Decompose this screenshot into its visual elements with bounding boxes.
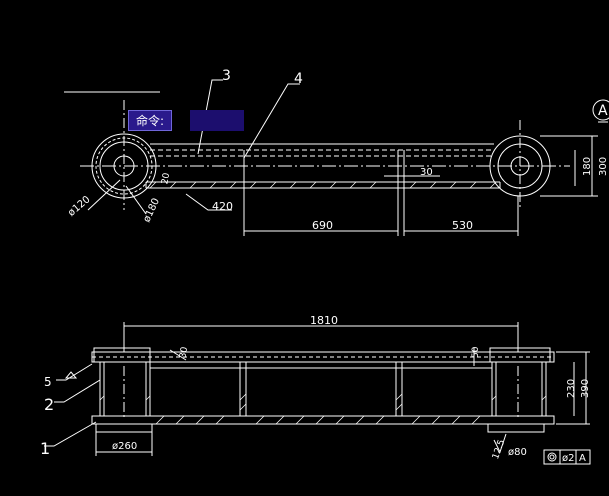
roughness-12-5: 12.5 bbox=[491, 438, 507, 460]
callout-4: 4 bbox=[294, 71, 303, 87]
command-prompt-label: 命令: bbox=[128, 110, 172, 131]
callout-2: 2 bbox=[44, 395, 54, 414]
dim-690: 690 bbox=[312, 219, 333, 232]
dim-50: 50 bbox=[471, 346, 481, 358]
tolerance-value: ø2 bbox=[562, 453, 574, 464]
dim-20: 20 bbox=[160, 172, 172, 185]
dim-30-top: 30 bbox=[420, 167, 433, 178]
callout-1: 1 bbox=[40, 439, 50, 458]
dim-30-side: 30 bbox=[178, 346, 190, 359]
dim-dia-120: ø120 bbox=[66, 194, 92, 219]
dim-420: 420 bbox=[212, 200, 233, 213]
callout-3: 3 bbox=[222, 68, 231, 84]
dim-230: 230 bbox=[566, 379, 577, 398]
dim-1810: 1810 bbox=[310, 314, 338, 327]
tolerance-datum: A bbox=[579, 453, 586, 464]
dim-dia-260: ø260 bbox=[112, 441, 137, 452]
dim-180: 180 bbox=[582, 157, 593, 176]
command-input[interactable] bbox=[190, 110, 244, 131]
dim-390: 390 bbox=[580, 379, 591, 398]
callout-5: 5 bbox=[44, 375, 52, 389]
dim-dia-80: ø80 bbox=[508, 447, 527, 458]
dim-300: 300 bbox=[598, 157, 609, 176]
dim-530: 530 bbox=[452, 219, 473, 232]
datum-a-top: A bbox=[598, 103, 608, 119]
dim-dia-180: ø180 bbox=[141, 197, 162, 225]
